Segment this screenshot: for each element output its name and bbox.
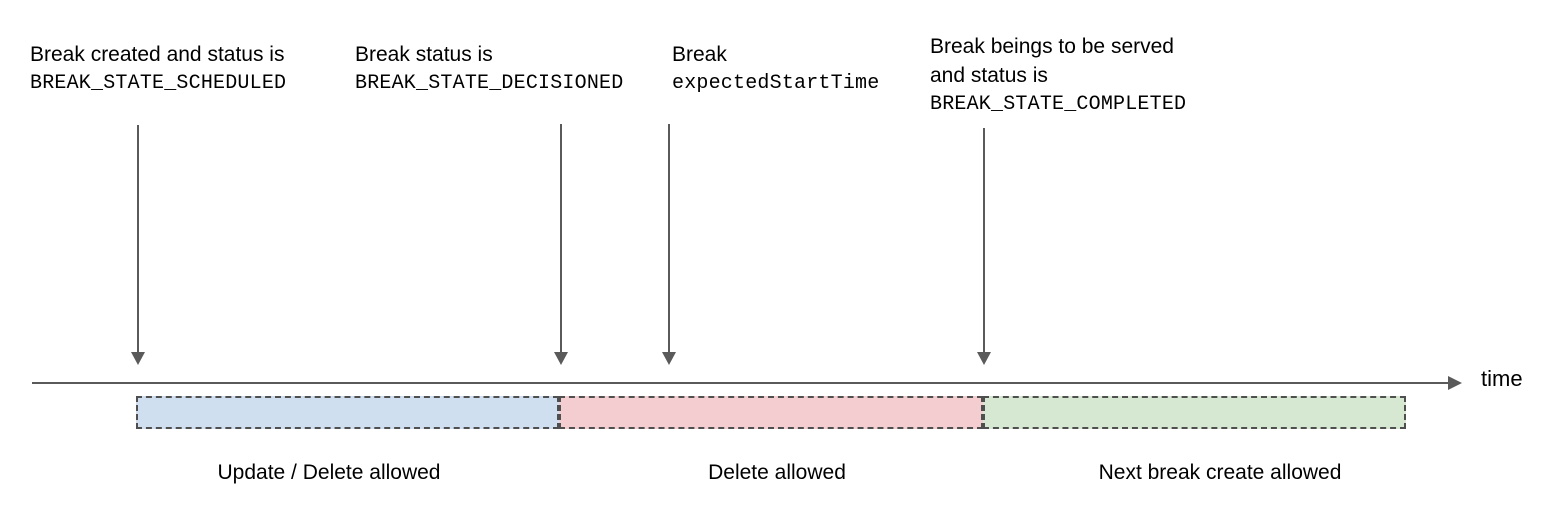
event-label-completed-line-1: Break beings to be served (930, 35, 1174, 58)
event-arrow-down-icon-created (131, 125, 145, 365)
time-axis (32, 376, 1462, 390)
event-label-created-line-1: Break created and status is (30, 43, 285, 66)
axis-arrow-right-icon (1448, 376, 1462, 390)
event-arrow-down-icon-decisioned (554, 124, 568, 365)
arrow-shaft (137, 125, 139, 354)
phase-caption-scheduled: Update / Delete allowed (217, 461, 441, 484)
event-label-completed-state: BREAK_STATE_COMPLETED (930, 93, 1187, 116)
phase-bar-decisioned (559, 396, 983, 429)
axis-line (32, 382, 1449, 384)
phase-bar-completed (983, 396, 1406, 429)
event-label-expected-start: Break expectedStartTime (672, 40, 879, 98)
arrow-head (131, 352, 145, 365)
event-label-completed: Break beings to be served and status is … (930, 32, 1186, 119)
arrow-head (977, 352, 991, 365)
time-axis-label: time (1481, 366, 1523, 391)
arrow-head (662, 352, 676, 365)
event-label-decisioned-state: BREAK_STATE_DECISIONED (355, 72, 624, 95)
event-label-created-state: BREAK_STATE_SCHEDULED (30, 72, 287, 95)
arrow-shaft (560, 124, 562, 354)
phase-bar-scheduled (136, 396, 559, 429)
arrow-head (554, 352, 568, 365)
event-label-expected-start-field: expectedStartTime (672, 72, 880, 95)
event-label-expected-start-line-1: Break (672, 43, 727, 66)
phase-caption-decisioned: Delete allowed (708, 461, 846, 484)
arrow-shaft (668, 124, 670, 354)
event-label-decisioned-line-1: Break status is (355, 43, 493, 66)
event-label-decisioned: Break status is BREAK_STATE_DECISIONED (355, 40, 623, 98)
event-arrow-down-icon-completed (977, 128, 991, 365)
event-label-created: Break created and status is BREAK_STATE_… (30, 40, 286, 98)
arrow-shaft (983, 128, 985, 354)
phase-caption-completed: Next break create allowed (1098, 461, 1342, 484)
event-arrow-down-icon-expected-start (662, 124, 676, 365)
event-label-completed-line-2: and status is (930, 64, 1048, 87)
